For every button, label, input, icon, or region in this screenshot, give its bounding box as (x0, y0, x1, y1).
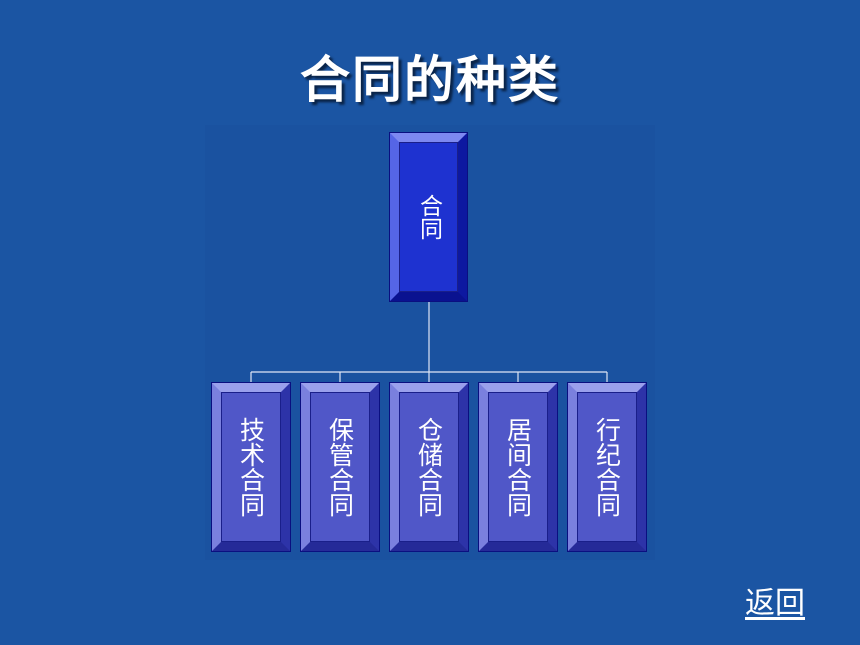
node-child-label: 居间合同 (503, 417, 533, 517)
node-root-contract: 合同 (390, 133, 467, 301)
node-child-brokerage-contract: 居间合同 (479, 383, 557, 551)
node-child-label: 技术合同 (236, 417, 266, 517)
node-child-custody-contract: 保管合同 (301, 383, 379, 551)
node-child-label: 保管合同 (325, 417, 355, 517)
node-child-label: 行纪合同 (592, 417, 622, 517)
node-child-warehousing-contract: 仓储合同 (390, 383, 468, 551)
node-root-label: 合同 (415, 194, 442, 240)
node-child-label: 仓储合同 (414, 417, 444, 517)
node-child-technology-contract: 技术合同 (212, 383, 290, 551)
node-child-commission-contract: 行纪合同 (568, 383, 646, 551)
slide-title: 合同的种类 (300, 51, 560, 109)
back-link[interactable]: 返回 (745, 586, 805, 621)
